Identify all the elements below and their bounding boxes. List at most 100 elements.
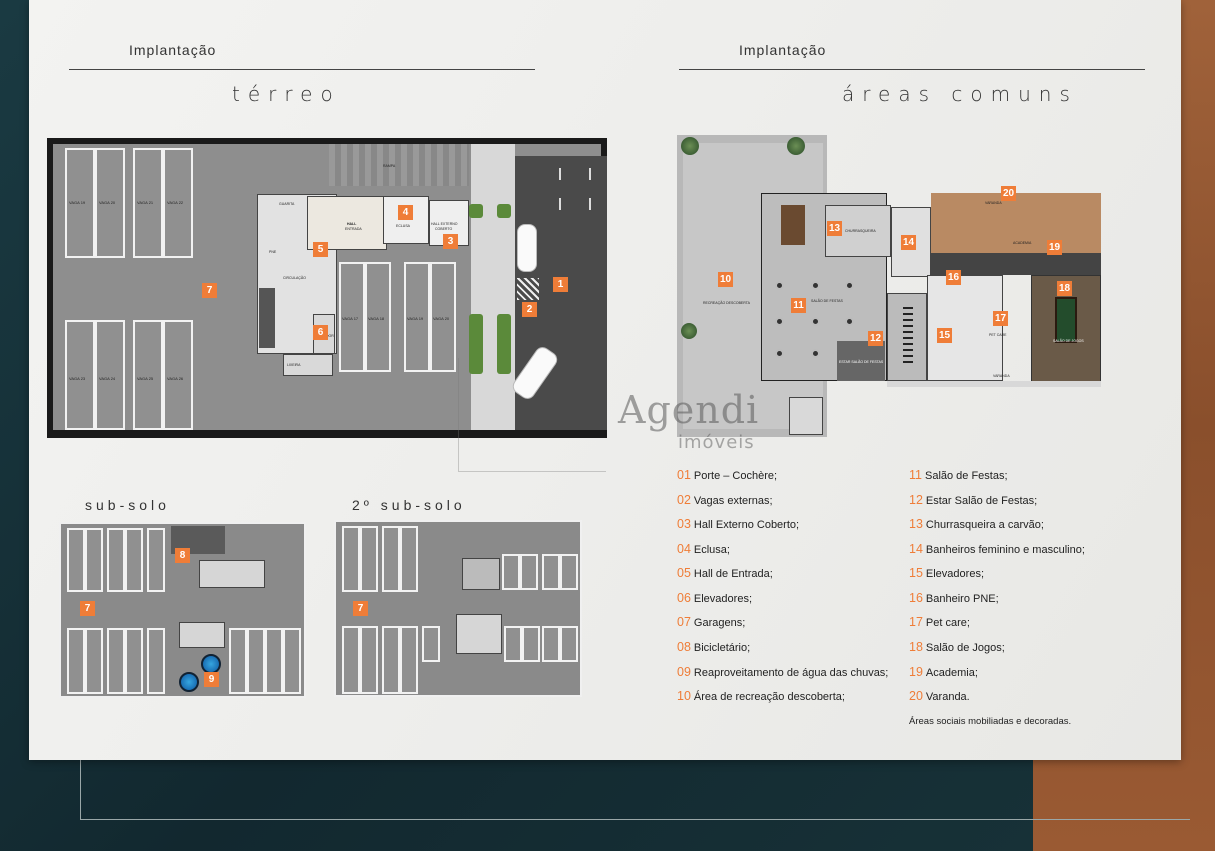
lixo-label: LIXEIRA (287, 363, 301, 367)
subsolo-title: sub-solo (85, 497, 170, 513)
legend-number: 05 (677, 566, 691, 580)
subsolo-plan: 8 7 9 (59, 522, 306, 698)
tag-18: 18 (1057, 281, 1072, 296)
tag-14: 14 (901, 235, 916, 250)
legend-number: 17 (909, 615, 923, 629)
vaga-label: VAGA 24 (99, 376, 116, 381)
legend-text: Garagens; (693, 617, 746, 629)
tag-12: 12 (868, 331, 883, 346)
tag-7: 7 (353, 601, 368, 616)
left-header-rule (69, 69, 535, 70)
tag-13: 13 (827, 221, 842, 236)
hall-sub-label: ENTRADA (345, 227, 362, 231)
vaga-label: VAGA 26 (167, 376, 184, 381)
legend-text: Churrasqueira a carvão; (925, 519, 1044, 531)
legend-number: 12 (909, 493, 923, 507)
legend-text: Porte – Cochère; (693, 470, 778, 482)
right-section-label: Implantação (739, 42, 827, 58)
vaga-label: VAGA 17 (342, 316, 359, 321)
legend-text: Estar Salão de Festas; (925, 495, 1038, 507)
hall-externo-label: HALL EXTERNO (431, 222, 458, 226)
salao-festas-label: SALÃO DE FESTAS (811, 299, 843, 303)
legend-number: 19 (909, 665, 923, 679)
tag-7: 7 (80, 601, 95, 616)
legend-text: Bicicletário; (693, 642, 751, 654)
watermark-frame (458, 358, 606, 472)
tag-5: 5 (313, 242, 328, 257)
legend-text: Hall de Entrada; (693, 568, 773, 580)
terreo-plan: VAGA 19 VAGA 20 VAGA 21 VAGA 22 VAGA 23 … (47, 138, 607, 438)
salao-jogos-label: SALÃO DE JOGOS (1053, 339, 1084, 343)
legend-number: 08 (677, 640, 691, 654)
legend-text: Elevadores; (693, 593, 752, 605)
vaga-label: VAGA 18 (368, 316, 385, 321)
legend-text: Banheiros feminino e masculino; (925, 544, 1085, 556)
legend-text: Salão de Jogos; (925, 642, 1005, 654)
vaga-label: VAGA 20 (433, 316, 450, 321)
coberto-label: COBERTO (435, 227, 453, 231)
legend-number: 09 (677, 665, 691, 679)
tag-11: 11 (791, 298, 806, 313)
tag-17: 17 (993, 311, 1008, 326)
legend-number: 14 (909, 542, 923, 556)
legend-number: 20 (909, 689, 923, 703)
subsolo2-plan: 7 (334, 520, 582, 697)
vaga-label: VAGA 23 (69, 376, 86, 381)
rampa-label: RAMPA (383, 164, 396, 168)
guarita-label: GUARITA (279, 202, 295, 206)
tag-10: 10 (718, 272, 733, 287)
varanda-label: VARANDA (985, 201, 1002, 205)
estar-label: ESTAR SALÃO DE FESTAS (839, 360, 884, 364)
tag-6: 6 (313, 325, 328, 340)
pne-label: PNE (269, 250, 277, 254)
vaga-label: VAGA 20 (99, 200, 116, 205)
eclusa-label: ECLUSA (396, 224, 411, 228)
legend-number: 10 (677, 689, 691, 703)
legend-number: 11 (909, 468, 922, 482)
legend-text: Banheiro PNE; (925, 593, 999, 605)
legend-number: 06 (677, 591, 691, 605)
legend-footnote: Áreas sociais mobiliadas e decoradas. (909, 716, 1072, 727)
subsolo2-title: 2º sub-solo (352, 497, 466, 513)
tag-19: 19 (1047, 240, 1062, 255)
tag-20: 20 (1001, 186, 1016, 201)
circulacao-label: CIRCULAÇÃO (283, 276, 306, 280)
vaga-label: VAGA 22 (167, 200, 184, 205)
legend-text: Academia; (925, 667, 978, 679)
tag-2: 2 (522, 302, 537, 317)
vaga-label: VAGA 21 (137, 200, 154, 205)
tag-3: 3 (443, 234, 458, 249)
tag-15: 15 (937, 328, 952, 343)
legend-number: 03 (677, 517, 691, 531)
legend-number: 13 (909, 517, 923, 531)
watermark-logo: Agendi (618, 388, 760, 432)
tag-4: 4 (398, 205, 413, 220)
legend-number: 01 (677, 468, 691, 482)
vaga-label: VAGA 19 (407, 316, 424, 321)
legend-text: Área de recreação descoberta; (693, 691, 845, 703)
left-section-label: Implantação (129, 42, 217, 58)
recreacao-label: RECREAÇÃO DESCOBERTA (703, 301, 750, 305)
legend-number: 07 (677, 615, 691, 629)
legend-text: Pet care; (925, 617, 970, 629)
legend-number: 02 (677, 493, 691, 507)
tag-16: 16 (946, 270, 961, 285)
legend-text: Salão de Festas; (924, 470, 1008, 482)
legend-number: 04 (677, 542, 691, 556)
legend-text: Eclusa; (693, 544, 730, 556)
varanda-bottom-label: VARANDA (993, 374, 1010, 378)
